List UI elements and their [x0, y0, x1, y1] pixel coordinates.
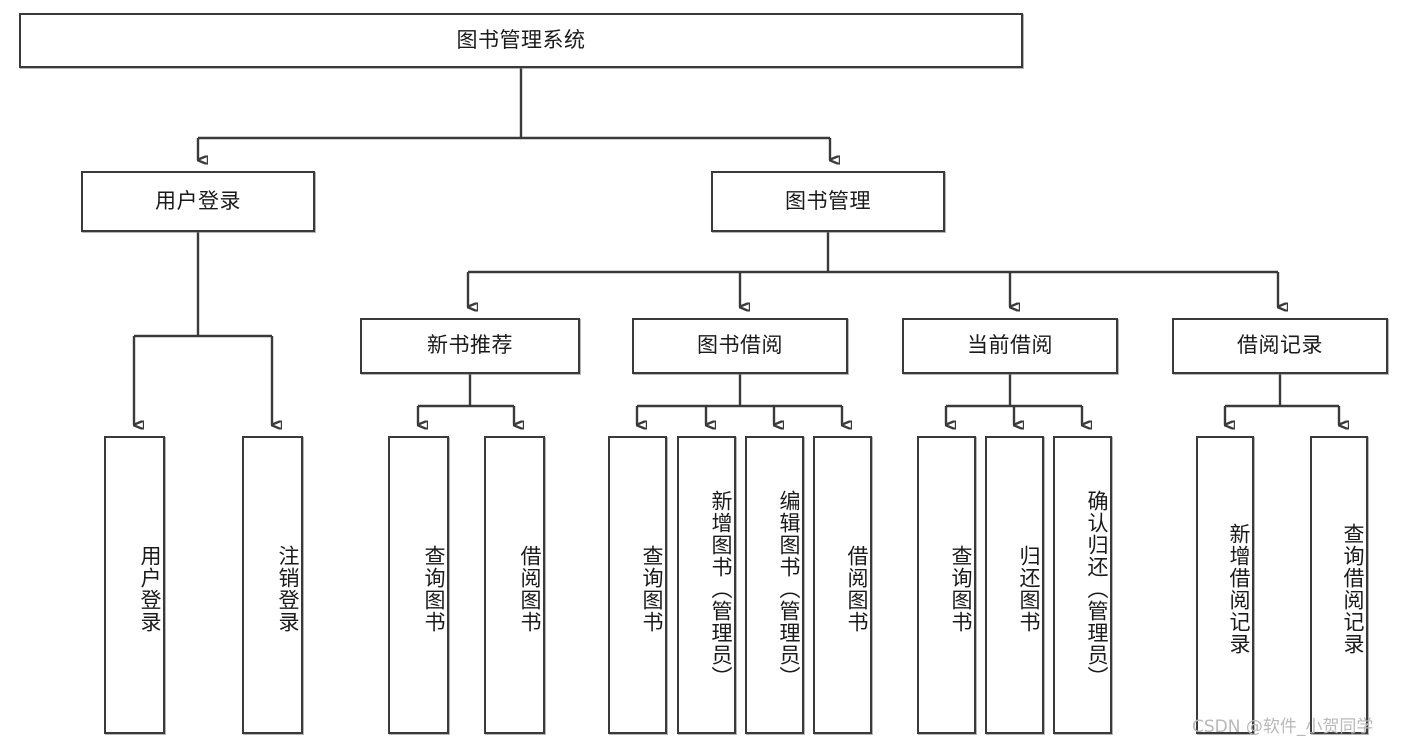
node-leaf-confirm-return[interactable]: 确认归还（管理员）	[1053, 436, 1112, 734]
node-current-borrow[interactable]: 当前借阅	[902, 318, 1118, 374]
csdn-watermark: CSDN @软件_小贺同学	[1192, 717, 1374, 737]
node-leaf-borrow-book-2[interactable]: 借阅图书	[813, 436, 872, 734]
node-user-login[interactable]: 用户登录	[81, 171, 315, 232]
node-leaf-user-login[interactable]: 用户登录	[104, 436, 165, 734]
node-leaf-user-logout[interactable]: 注销登录	[242, 436, 303, 734]
node-leaf-edit-book[interactable]: 编辑图书（管理员）	[745, 436, 804, 734]
node-leaf-query-book-1[interactable]: 查询图书	[388, 436, 449, 734]
node-leaf-return-book[interactable]: 归还图书	[985, 436, 1044, 734]
node-leaf-add-record[interactable]: 新增借阅记录	[1196, 436, 1254, 734]
node-root-book-management-system[interactable]: 图书管理系统	[19, 13, 1023, 68]
node-book-borrow[interactable]: 图书借阅	[632, 318, 848, 374]
node-book-management[interactable]: 图书管理	[711, 171, 945, 232]
node-leaf-add-book[interactable]: 新增图书（管理员）	[677, 436, 736, 734]
node-new-book-recommend[interactable]: 新书推荐	[360, 318, 580, 374]
node-leaf-query-record[interactable]: 查询借阅记录	[1310, 436, 1368, 734]
node-borrow-record[interactable]: 借阅记录	[1172, 318, 1388, 374]
node-leaf-query-book-2[interactable]: 查询图书	[608, 436, 667, 734]
node-leaf-query-book-3[interactable]: 查询图书	[917, 436, 976, 734]
node-leaf-borrow-book-1[interactable]: 借阅图书	[484, 436, 545, 734]
